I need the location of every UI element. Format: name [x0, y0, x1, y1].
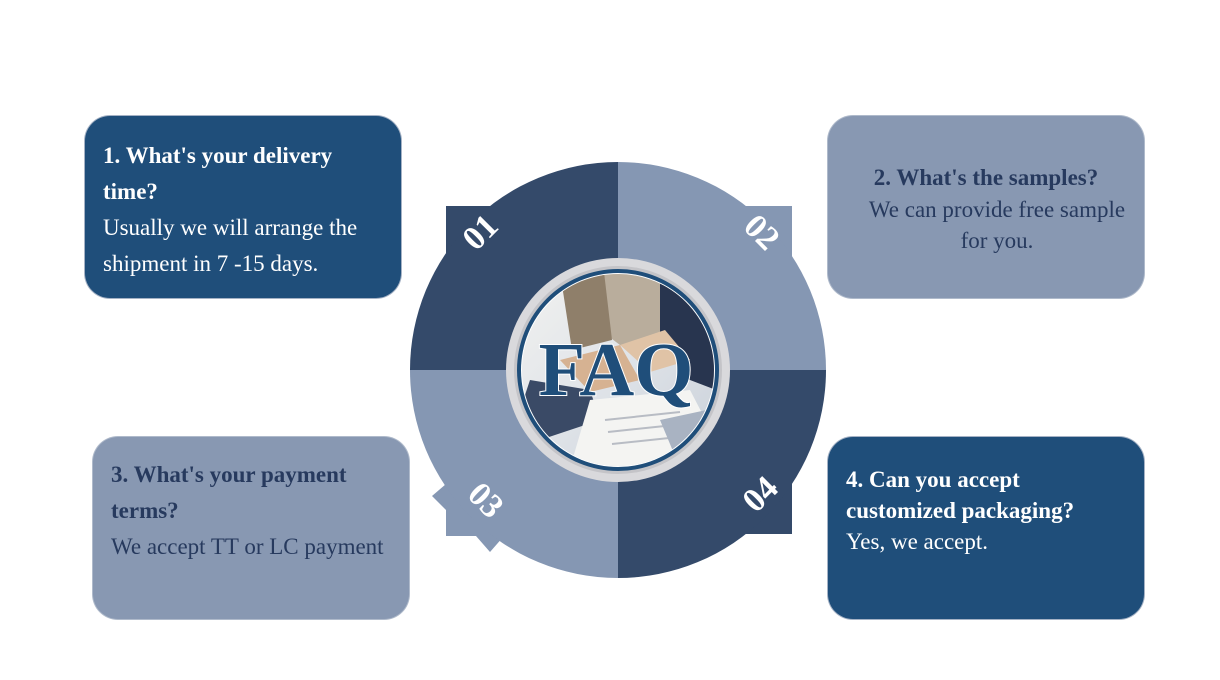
- faq-question-2: 2. What's the samples?: [838, 162, 1134, 194]
- faq-answer-1: Usually we will arrange the shipment in …: [103, 210, 383, 282]
- segment-tab-03-arrow: [432, 484, 446, 510]
- faq-question-3: 3. What's your payment terms?: [111, 457, 391, 529]
- faq-question-4: 4. Can you accept customized packaging?: [846, 464, 1126, 526]
- faq-answer-2: We can provide free sample for you.: [838, 194, 1134, 256]
- faq-answer-3: We accept TT or LC payment: [111, 529, 391, 565]
- faq-card-4: 4. Can you accept customized packaging? …: [827, 436, 1145, 620]
- faq-card-2: 2. What's the samples? We can provide fr…: [827, 115, 1145, 299]
- faq-card-1: 1. What's your delivery time? Usually we…: [84, 115, 402, 299]
- faq-answer-4: Yes, we accept.: [846, 526, 1126, 557]
- faq-card-3: 3. What's your payment terms? We accept …: [92, 436, 410, 620]
- center-title: FAQ: [539, 328, 694, 412]
- faq-question-1: 1. What's your delivery time?: [103, 138, 383, 210]
